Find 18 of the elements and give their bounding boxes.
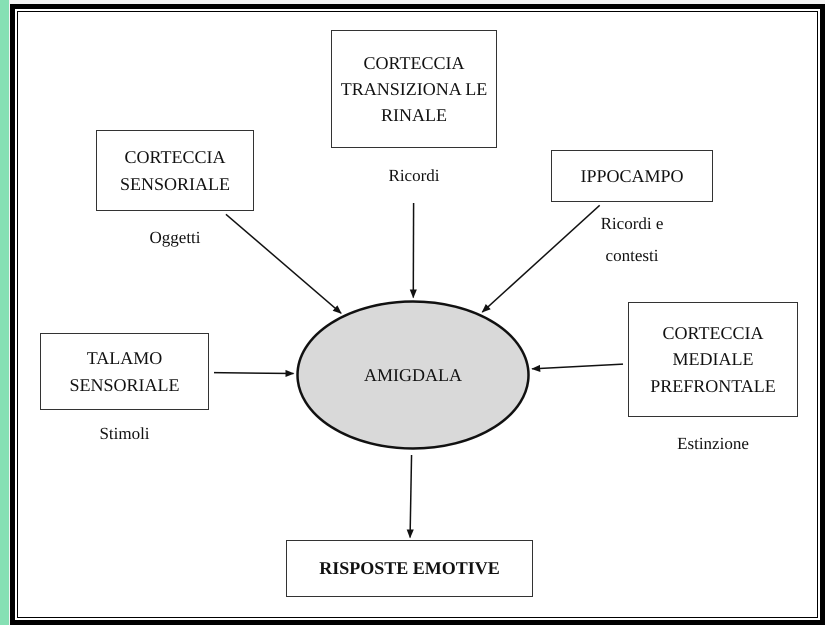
node-caption: Stimoli xyxy=(98,423,151,445)
node-label: AMIGDALA xyxy=(364,364,462,386)
text-box: IPPOCAMPO xyxy=(551,150,713,202)
arrow xyxy=(406,454,414,538)
text-box: TALAMO SENSORIALE xyxy=(40,333,209,410)
text-box: CORTECCIA MEDIALE PREFRONTALE xyxy=(628,302,798,417)
text-box: CORTECCIA SENSORIALE xyxy=(96,130,254,211)
arrow xyxy=(214,370,294,378)
text-box: RISPOSTE EMOTIVE xyxy=(286,540,533,597)
node-caption: Oggetti xyxy=(148,227,202,249)
arrow xyxy=(225,214,342,314)
arrow xyxy=(531,363,624,372)
node-caption: Estinzione xyxy=(676,433,750,455)
text-box: CORTECCIA TRANSIZIONA LE RINALE xyxy=(331,30,497,148)
node-caption: Ricordi xyxy=(388,165,440,187)
node-caption: Ricordi e contesti xyxy=(600,213,664,268)
arrow xyxy=(410,203,417,298)
arrow xyxy=(482,204,600,313)
